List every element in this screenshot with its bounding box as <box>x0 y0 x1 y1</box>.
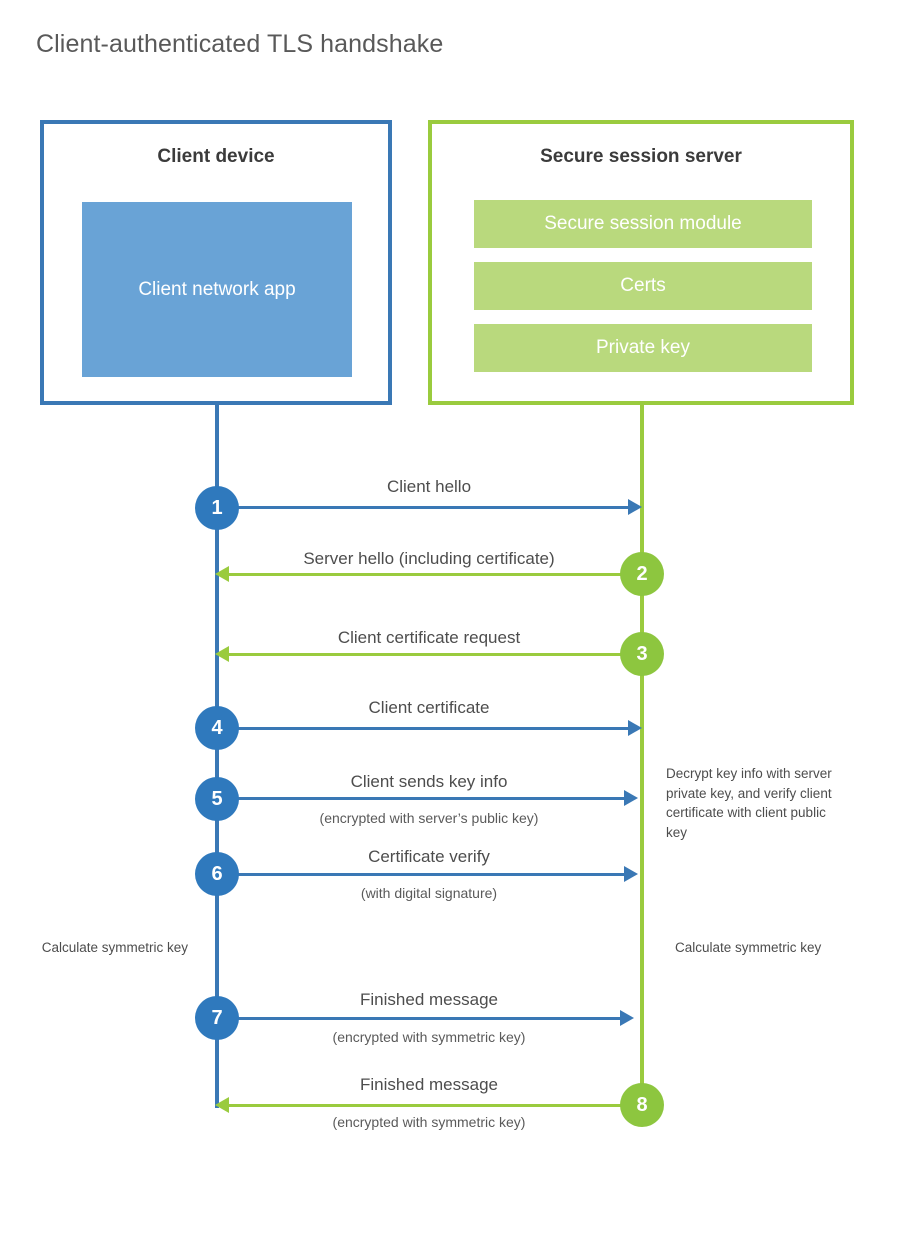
step-7-label: Finished message <box>360 990 498 1009</box>
step-marker-3[interactable]: 3 <box>620 632 664 676</box>
step-4-arrowhead-icon <box>628 720 642 736</box>
step-5-arrow <box>217 797 625 800</box>
step-marker-8[interactable]: 8 <box>620 1083 664 1127</box>
secure-session-server-title: Secure session server <box>540 146 742 167</box>
client-network-app-block: Client network app <box>82 202 352 377</box>
server-lifeline <box>640 405 644 1105</box>
step-6-label: Certificate verify <box>368 847 490 866</box>
step-5-sublabel: (encrypted with server’s public key) <box>319 810 539 826</box>
step-6-sublabel: (with digital signature) <box>360 885 498 901</box>
step-6-arrow <box>217 873 625 876</box>
step-marker-2[interactable]: 2 <box>620 552 664 596</box>
step-5-label: Client sends key info <box>350 772 508 791</box>
step-2-arrow <box>226 573 642 576</box>
step-8-arrowhead-icon <box>215 1097 229 1113</box>
server-component-certs: Certs <box>474 262 812 310</box>
page-title: Client-authenticated TLS handshake <box>36 30 444 58</box>
step-1-arrow <box>217 506 629 509</box>
step-8-arrow <box>226 1104 642 1107</box>
server-component-private-key: Private key <box>474 324 812 372</box>
step-marker-5[interactable]: 5 <box>195 777 239 821</box>
step-marker-7[interactable]: 7 <box>195 996 239 1040</box>
step-marker-4[interactable]: 4 <box>195 706 239 750</box>
step-7-sublabel: (encrypted with symmetric key) <box>332 1029 526 1045</box>
client-device-box: Client device Client network app <box>40 120 392 405</box>
step-3-arrowhead-icon <box>215 646 229 662</box>
step-6-arrowhead-icon <box>624 866 638 882</box>
step-2-arrowhead-icon <box>215 566 229 582</box>
step-7-arrowhead-icon <box>620 1010 634 1026</box>
step-4-arrow <box>217 727 629 730</box>
step-8-sublabel: (encrypted with symmetric key) <box>332 1114 526 1130</box>
step-3-arrow <box>226 653 642 656</box>
server-component-secure-session-module: Secure session module <box>474 200 812 248</box>
step-2-label: Server hello (including certificate) <box>303 549 555 568</box>
secure-session-server-box: Secure session server Secure session mod… <box>428 120 854 405</box>
step-marker-1[interactable]: 1 <box>195 486 239 530</box>
step-8-label: Finished message <box>360 1075 498 1094</box>
step-5-arrowhead-icon <box>624 790 638 806</box>
server-calculate-symmetric-key-note: Calculate symmetric key <box>675 940 822 955</box>
step-1-arrowhead-icon <box>628 499 642 515</box>
step-7-arrow <box>217 1017 621 1020</box>
client-calculate-symmetric-key-note: Calculate symmetric key <box>41 940 188 955</box>
client-lifeline <box>215 405 219 1108</box>
step-4-label: Client certificate <box>368 698 490 717</box>
step-marker-6[interactable]: 6 <box>195 852 239 896</box>
client-device-title: Client device <box>157 146 275 167</box>
step-1-label: Client hello <box>386 477 472 496</box>
step-3-label: Client certificate request <box>337 628 521 647</box>
server-decrypt-note: Decrypt key info with server private key… <box>666 766 832 840</box>
